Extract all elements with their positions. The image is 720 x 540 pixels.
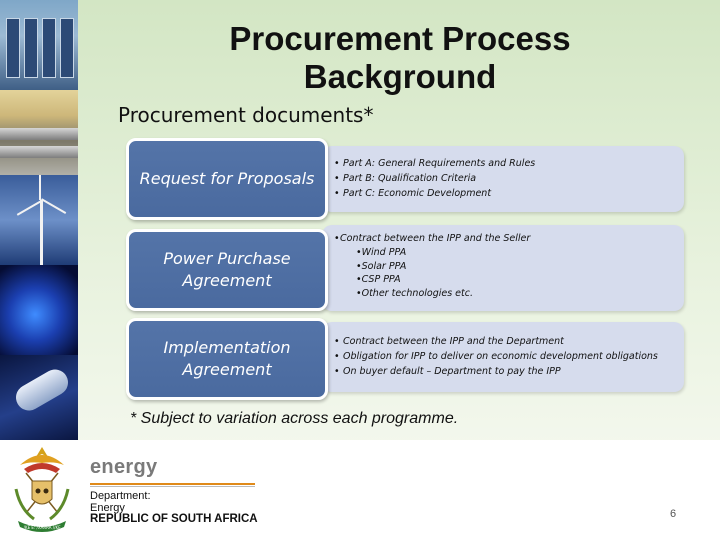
list-item: • On buyer default – Department to pay t… xyxy=(334,366,561,377)
list-item: •Contract between the IPP and the Seller xyxy=(334,233,531,244)
power-purchase-agreement-box: Power Purchase Agreement xyxy=(126,229,328,311)
sub-list-item: •CSP PPA xyxy=(356,274,401,285)
list-item: • Part C: Economic Development xyxy=(334,188,492,199)
footnote: * Subject to variation across each progr… xyxy=(130,410,459,427)
list-item: • Obligation for IPP to deliver on econo… xyxy=(334,351,658,362)
page-number: 6 xyxy=(670,508,677,520)
solar-panel-photo xyxy=(0,0,78,90)
list-item: • Part B: Qualification Criteria xyxy=(334,173,477,184)
title-line-1: Procurement Process xyxy=(229,20,571,57)
pipeline-photo xyxy=(0,90,78,175)
tube-photo xyxy=(0,355,78,440)
implementation-agreement-box: Implementation Agreement xyxy=(126,318,328,400)
energy-wordmark: energy xyxy=(90,456,158,478)
title-line-2: Background xyxy=(303,58,497,95)
divider xyxy=(90,486,255,487)
list-item: • Contract between the IPP and the Depar… xyxy=(334,336,564,347)
photo-strip xyxy=(0,0,78,440)
slide-subtitle: Procurement documents* xyxy=(118,103,374,127)
sub-list-item: •Wind PPA xyxy=(356,247,407,258)
department-label: Department: xyxy=(90,490,151,502)
sub-list-item: •Solar PPA xyxy=(356,260,407,272)
department-name: Energy xyxy=(90,502,125,514)
slide-title: Procurement Process Background xyxy=(180,20,620,96)
footer: !KE E: /XARRA //KE energy Department: En… xyxy=(0,440,720,540)
power-purchase-agreement-details: •Contract between the IPP and the Seller… xyxy=(322,225,684,311)
svg-text:!KE E: /XARRA //KE: !KE E: /XARRA //KE xyxy=(23,525,61,530)
coat-of-arms-logo: !KE E: /XARRA //KE xyxy=(14,447,70,532)
sub-list-item: •Other technologies etc. xyxy=(356,287,473,299)
implementation-agreement-details: • Contract between the IPP and the Depar… xyxy=(322,322,684,392)
country-name: REPUBLIC OF SOUTH AFRICA xyxy=(90,513,258,525)
request-for-proposals-box: Request for Proposals xyxy=(126,138,328,220)
implementation-agreement-label-1: Implementation xyxy=(163,338,291,357)
implementation-agreement-label-2: Agreement xyxy=(182,360,272,379)
gas-flame-photo xyxy=(0,265,78,355)
list-item: • Part A: General Requirements and Rules xyxy=(334,158,536,169)
power-purchase-agreement-label-2: Agreement xyxy=(182,271,272,290)
power-purchase-agreement-label-1: Power Purchase xyxy=(163,249,291,268)
wind-turbine-photo xyxy=(0,175,78,265)
request-for-proposals-details: • Part A: General Requirements and Rules… xyxy=(322,146,684,212)
accent-divider xyxy=(90,483,255,485)
request-for-proposals-label: Request for Proposals xyxy=(139,169,315,188)
